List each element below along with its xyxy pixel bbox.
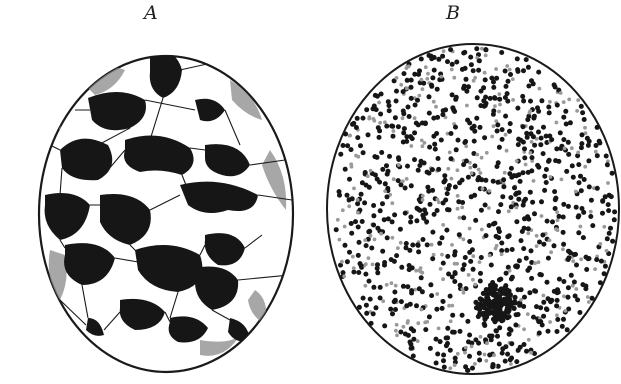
figure-b-dotted-illustration (327, 44, 619, 374)
figure-a-network-illustration (39, 52, 293, 372)
